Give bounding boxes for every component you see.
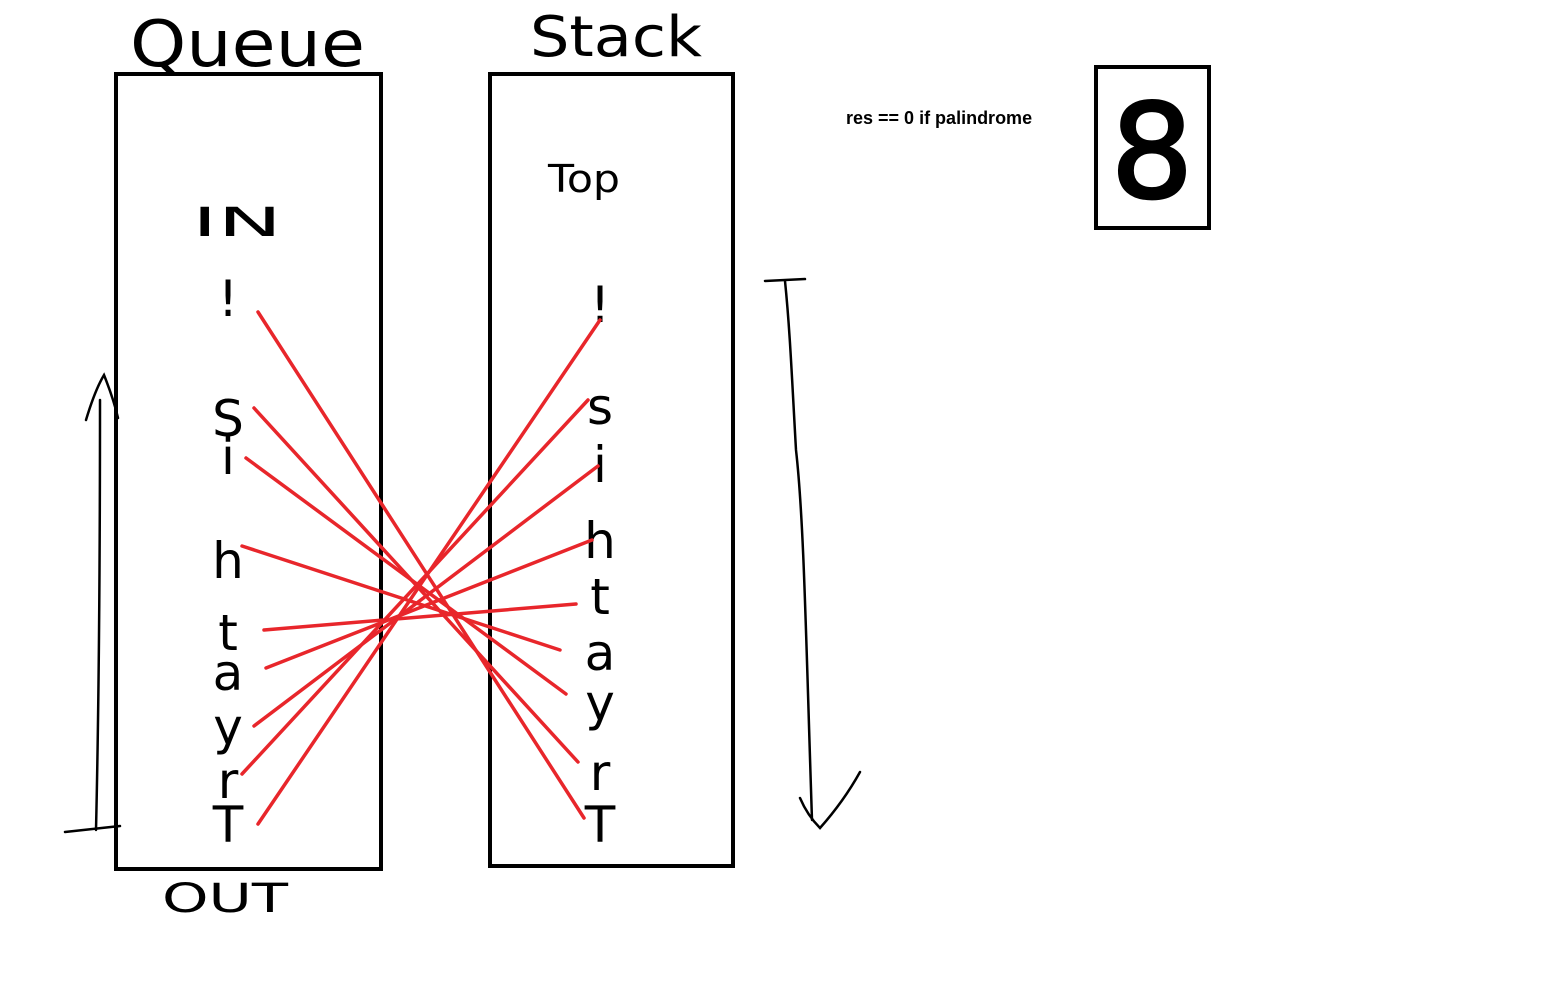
link-line-8 [256,318,602,826]
stack-top-label: Top [547,157,620,201]
stack-down-arrow [763,277,862,830]
stack-letter-8: T [584,796,616,854]
queue-box [114,72,383,871]
queue-letter-1: S [212,390,244,448]
link-line-6 [252,464,600,728]
queue-up-arrow [63,372,122,834]
stack-box [488,72,735,868]
stack-letter-7: r [590,744,611,802]
queue-letter-3: h [212,532,244,590]
queue-letter-8: T [212,796,244,854]
queue-letter-6: y [213,698,243,756]
queue-letter-5: a [213,644,244,702]
stack-letter-0: ! [590,276,610,334]
queue-letter-4: t [218,604,238,662]
queue-letter-0: ! [218,270,238,328]
stack-letter-1: s [587,378,613,436]
queue-in-label: IN [192,200,282,246]
stack-title: Stack [530,5,703,70]
queue-out-label: OUT [162,876,289,922]
link-line-4 [262,602,578,632]
stack-letter-4: t [590,568,610,626]
link-line-3 [240,544,562,652]
link-line-7 [240,398,590,776]
link-line-2 [244,456,568,696]
result-digit: 8 [1111,76,1194,228]
stack-letter-5: a [585,624,616,682]
queue-title: Queue [130,8,365,82]
result-box [1094,65,1211,230]
palindrome-links [240,310,602,826]
stack-letter-2: i [593,436,607,494]
palindrome-note: res == 0 if palindrome [846,108,1033,128]
queue-letter-7: r [218,752,239,810]
queue-letter-2: i [221,428,235,486]
link-line-0 [256,310,586,820]
link-line-5 [264,538,594,670]
stack-letter-6: y [585,674,615,732]
